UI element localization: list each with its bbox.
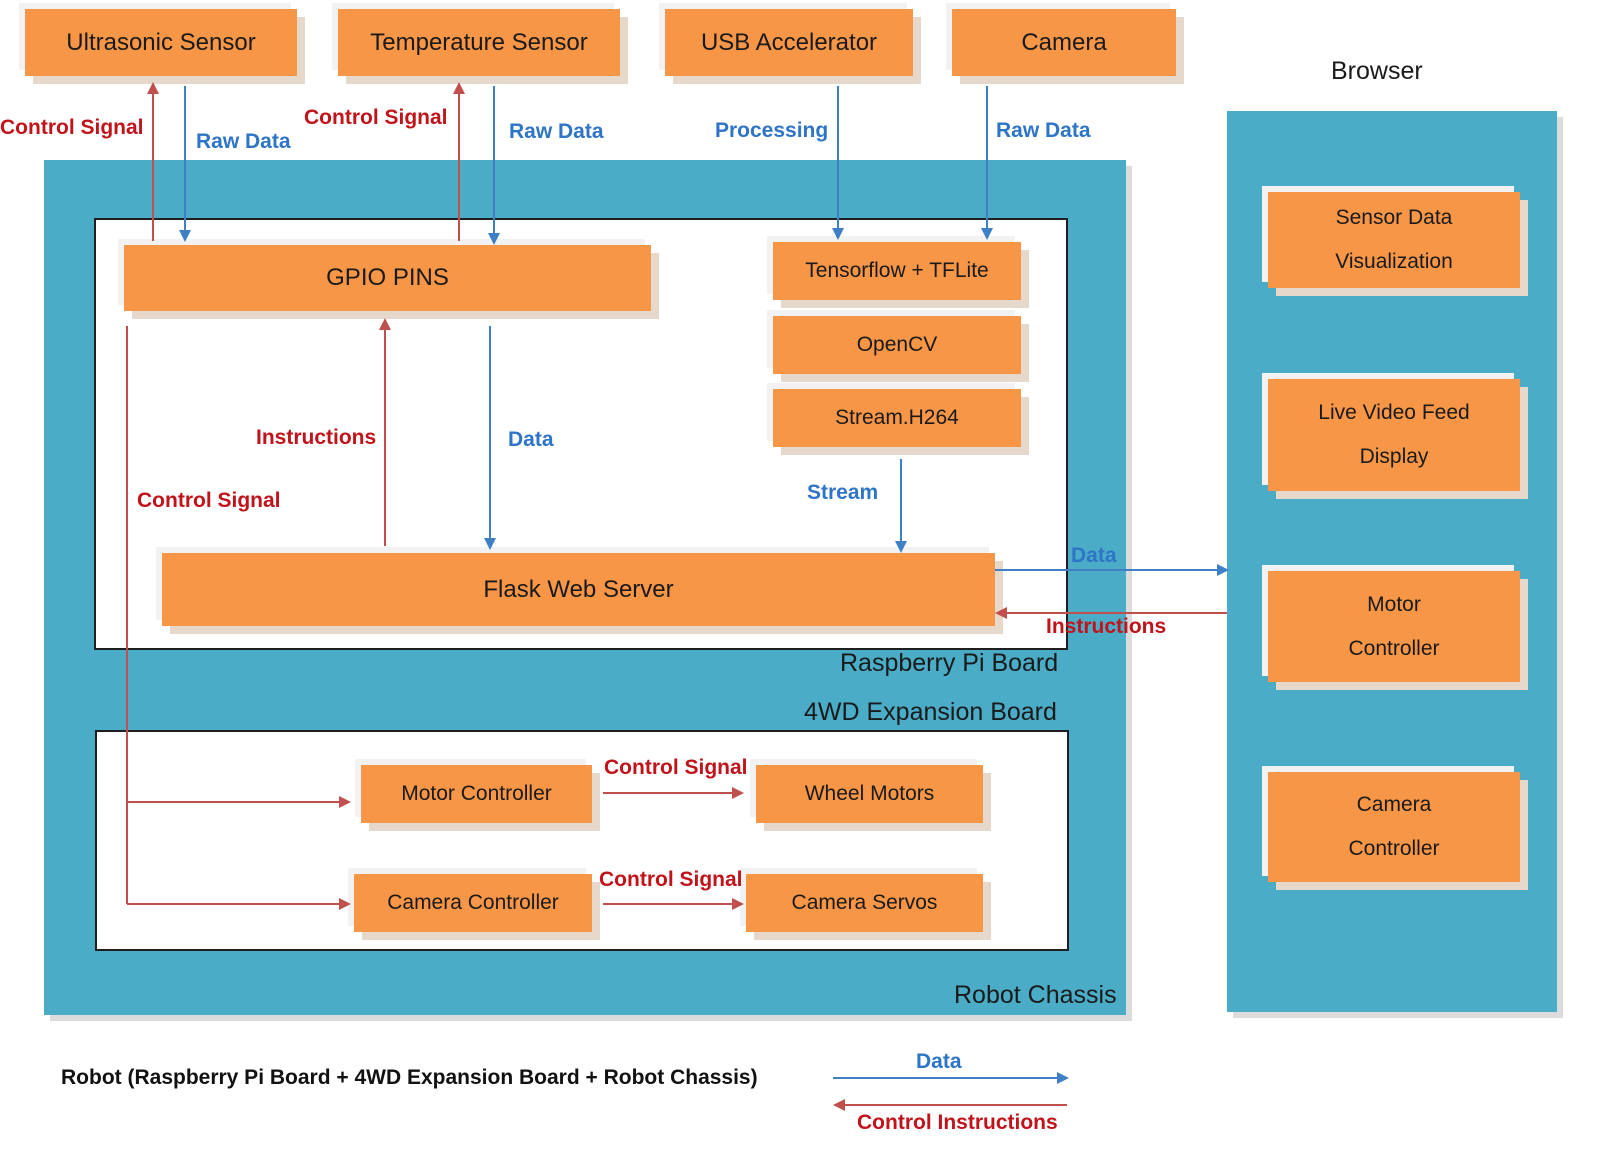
ultrasonic-sensor-box: Ultrasonic Sensor — [25, 9, 297, 76]
instructions-label: Instructions — [256, 426, 377, 449]
temperature-control-signal-label: Control Signal — [304, 106, 448, 129]
browser-motor-controller-line2: Controller — [1348, 636, 1440, 660]
browser-label: Browser — [1331, 57, 1423, 85]
browser-camera-controller-line1: Camera — [1356, 793, 1432, 816]
legend-caption: Robot (Raspberry Pi Board + 4WD Expansio… — [61, 1066, 758, 1089]
camera-controller-box: Camera Controller — [354, 874, 592, 932]
gpio-pins-box: GPIO PINS — [124, 245, 651, 311]
ultrasonic-control-signal-label: Control Signal — [0, 116, 144, 139]
camera-box: Camera — [952, 9, 1176, 76]
usb-accelerator-box: USB Accelerator — [665, 9, 913, 76]
live-video-feed-box: Live Video Feed Display — [1268, 379, 1520, 491]
robot-chassis-label: Robot Chassis — [954, 981, 1117, 1009]
temperature-sensor-box: Temperature Sensor — [338, 9, 620, 76]
sensor-data-visualization-line2: Visualization — [1335, 250, 1453, 273]
temperature-raw-data-label: Raw Data — [509, 120, 604, 143]
browser-camera-controller-line2: Controller — [1348, 837, 1440, 860]
sensor-data-visualization-line1: Sensor Data — [1335, 206, 1453, 229]
motor-controller-box: Motor Controller — [361, 765, 592, 823]
tensorflow-box: Tensorflow + TFLite — [773, 242, 1021, 300]
browser-motor-controller-line1: Motor — [1367, 592, 1421, 616]
live-video-feed-line1: Live Video Feed — [1318, 401, 1470, 424]
stream-h264-box: Stream.H264 — [773, 389, 1021, 447]
camera-servos-box: Camera Servos — [746, 874, 983, 932]
legend-data-label: Data — [916, 1050, 962, 1073]
gpio-control-signal-label: Control Signal — [137, 489, 281, 512]
processing-label: Processing — [715, 119, 829, 142]
expansion-board-label: 4WD Expansion Board — [804, 698, 1057, 726]
sensor-data-visualization-box: Sensor Data Visualization — [1268, 192, 1520, 288]
ultrasonic-raw-data-label: Raw Data — [196, 130, 291, 153]
data-label: Data — [508, 428, 554, 451]
browser-camera-controller-box: Camera Controller — [1268, 772, 1520, 882]
raspberry-pi-board-label: Raspberry Pi Board — [840, 649, 1059, 677]
live-video-feed-line2: Display — [1359, 445, 1429, 468]
browser-instructions-label: Instructions — [1046, 615, 1167, 638]
legend-control-instructions-label: Control Instructions — [857, 1111, 1058, 1134]
opencv-box: OpenCV — [773, 316, 1021, 374]
camera-raw-data-label: Raw Data — [996, 119, 1091, 142]
flask-browser-data-label: Data — [1071, 544, 1117, 567]
wheel-motors-box: Wheel Motors — [756, 765, 983, 823]
browser-motor-controller-box: Motor Controller — [1268, 571, 1520, 682]
stream-label: Stream — [807, 481, 879, 504]
flask-web-server-box: Flask Web Server — [162, 553, 995, 626]
motor-control-signal-label: Control Signal — [604, 756, 748, 779]
camera-control-signal-label: Control Signal — [599, 868, 743, 891]
